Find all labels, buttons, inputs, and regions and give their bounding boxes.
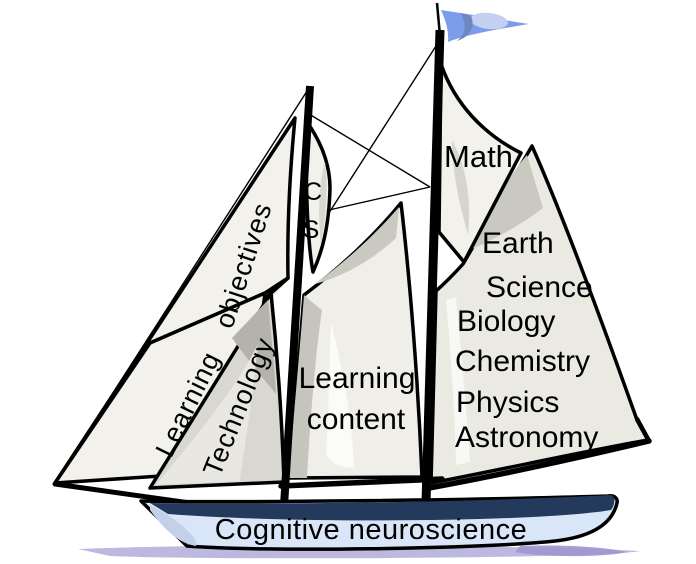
aft-boom [426,438,652,491]
math-sail-shading [452,140,470,235]
foremast [280,85,314,507]
subject-physics: Physics [456,386,559,419]
mainsail-label-line1: Learning [299,362,416,395]
mainmast [421,29,445,504]
shadow-stern [515,545,628,557]
mainsail-shading-top [315,207,399,284]
math-sail [437,62,523,264]
cs-sail-shading [319,162,327,244]
math-sail-shape [437,62,523,264]
flag [441,10,529,42]
cs-label-c: C [304,178,322,206]
subject-biology: Biology [457,305,555,338]
aft-boom-stub [634,416,652,444]
stay-line [308,113,431,188]
hull [139,494,619,551]
flag-highlight [470,12,508,30]
masts [280,2,445,507]
main-boom [278,476,445,489]
stay-line [328,186,431,211]
technology-sail-shading-dark [232,300,276,394]
mainsail-highlight [326,322,354,468]
hull-bow-shading [150,505,197,546]
subject-earth: Earth [482,227,554,260]
subjects-sail-shading [470,155,543,250]
mainsail-label-line2: content [307,403,406,436]
subject-chemistry: Chemistry [455,345,590,378]
stay-line [326,45,437,217]
mainsail [287,201,424,480]
hull-label: Cognitive neuroscience [215,514,527,546]
subjects-sail [429,144,650,485]
subject-science: Science [486,271,593,304]
technology-sail-shading-light [156,344,258,485]
hull-stripe [150,495,615,521]
subjects-sail-highlight [446,297,470,465]
subject-astronomy: Astronomy [455,421,598,454]
cs-label-s: S [303,216,320,244]
flag-swoosh [457,13,473,41]
mainsail-shading-left [289,295,322,478]
math-label: Math [444,139,513,174]
